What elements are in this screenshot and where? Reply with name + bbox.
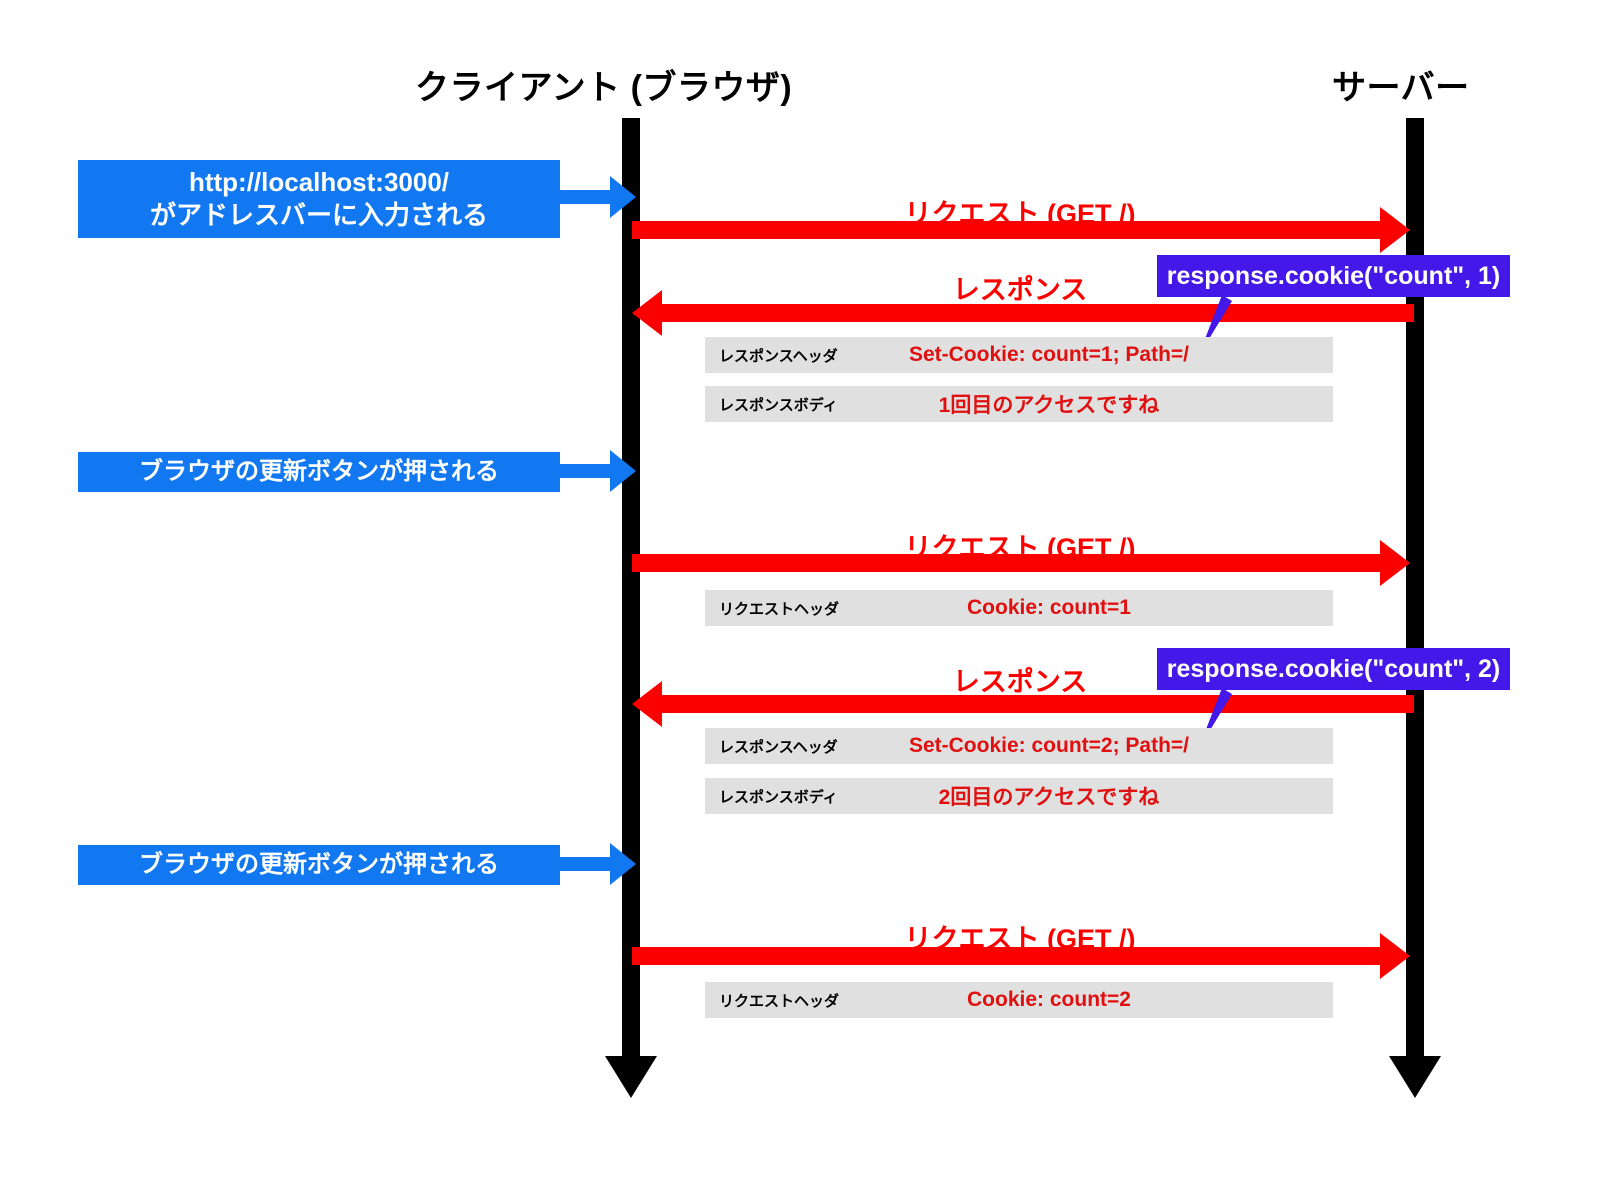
detail-row-request-header-1: リクエストヘッダ Cookie: count=1	[705, 590, 1333, 626]
detail-row-response-header-1: レスポンスヘッダ Set-Cookie: count=1; Path=/	[705, 337, 1333, 373]
detail-row-label: レスポンスボディ	[719, 396, 838, 414]
event-box-line1: ブラウザの更新ボタンが押される	[139, 457, 499, 485]
lifeline-client	[622, 118, 640, 1058]
callout-response-cookie-1: response.cookie("count", 1)	[1157, 255, 1510, 297]
lifeline-client-arrowhead-icon	[605, 1056, 657, 1098]
event-box-line2: がアドレスバーに入力される	[149, 200, 488, 230]
event-box-url-entered: http://localhost:3000/ がアドレスバーに入力される	[78, 160, 560, 238]
detail-row-response-header-2: レスポンスヘッダ Set-Cookie: count=2; Path=/	[705, 728, 1333, 764]
actor-label-client: クライアント (ブラウザ)	[415, 69, 793, 107]
actor-label-server: サーバー	[1332, 69, 1470, 107]
callout-response-cookie-2: response.cookie("count", 2)	[1157, 648, 1510, 690]
event-box-reload-1: ブラウザの更新ボタンが押される	[78, 452, 560, 492]
detail-row-label: リクエストヘッダ	[719, 992, 840, 1010]
detail-row-request-header-2: リクエストヘッダ Cookie: count=2	[705, 982, 1333, 1018]
detail-row-label: レスポンスヘッダ	[719, 347, 838, 365]
detail-row-value: 1回目のアクセスですね	[938, 394, 1160, 417]
detail-row-label: レスポンスヘッダ	[719, 738, 838, 756]
lifeline-server	[1406, 118, 1424, 1058]
detail-row-value: Cookie: count=1	[967, 596, 1131, 619]
event-box-line1: http://localhost:3000/	[188, 166, 450, 197]
detail-row-response-body-2: レスポンスボディ 2回目のアクセスですね	[705, 778, 1333, 814]
detail-row-response-body-1: レスポンスボディ 1回目のアクセスですね	[705, 386, 1333, 422]
detail-row-label: リクエストヘッダ	[719, 600, 840, 618]
detail-row-value: 2回目のアクセスですね	[938, 786, 1160, 809]
detail-row-label: レスポンスボディ	[719, 788, 838, 806]
detail-row-value: Set-Cookie: count=1; Path=/	[908, 343, 1190, 366]
message-label-response-1: レスポンス	[952, 275, 1088, 305]
event-box-line1: ブラウザの更新ボタンが押される	[139, 850, 499, 878]
event-box-reload-2: ブラウザの更新ボタンが押される	[78, 845, 560, 885]
message-label-response-2: レスポンス	[952, 667, 1088, 697]
detail-row-value: Cookie: count=2	[967, 988, 1131, 1011]
detail-row-value: Set-Cookie: count=2; Path=/	[908, 734, 1190, 757]
lifeline-server-arrowhead-icon	[1389, 1056, 1441, 1098]
